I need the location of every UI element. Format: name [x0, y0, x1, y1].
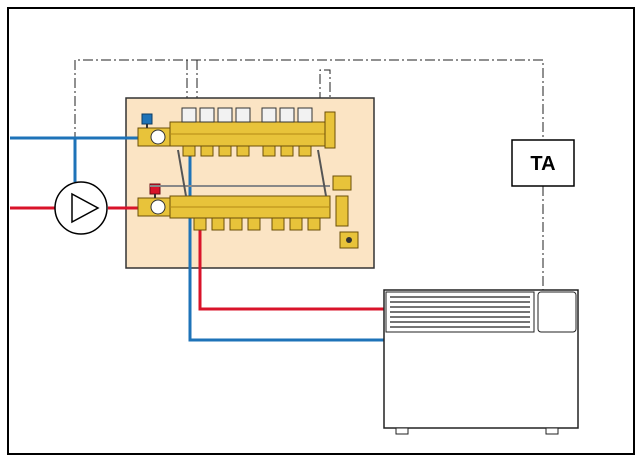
supply-manifold — [137, 149, 359, 249]
thermostat-label: TA — [530, 153, 555, 175]
circulation-pump-icon — [54, 181, 108, 235]
room-thermostat-box: TA — [511, 139, 575, 187]
panel-radiator-icon — [383, 289, 579, 435]
return-manifold — [137, 107, 336, 157]
